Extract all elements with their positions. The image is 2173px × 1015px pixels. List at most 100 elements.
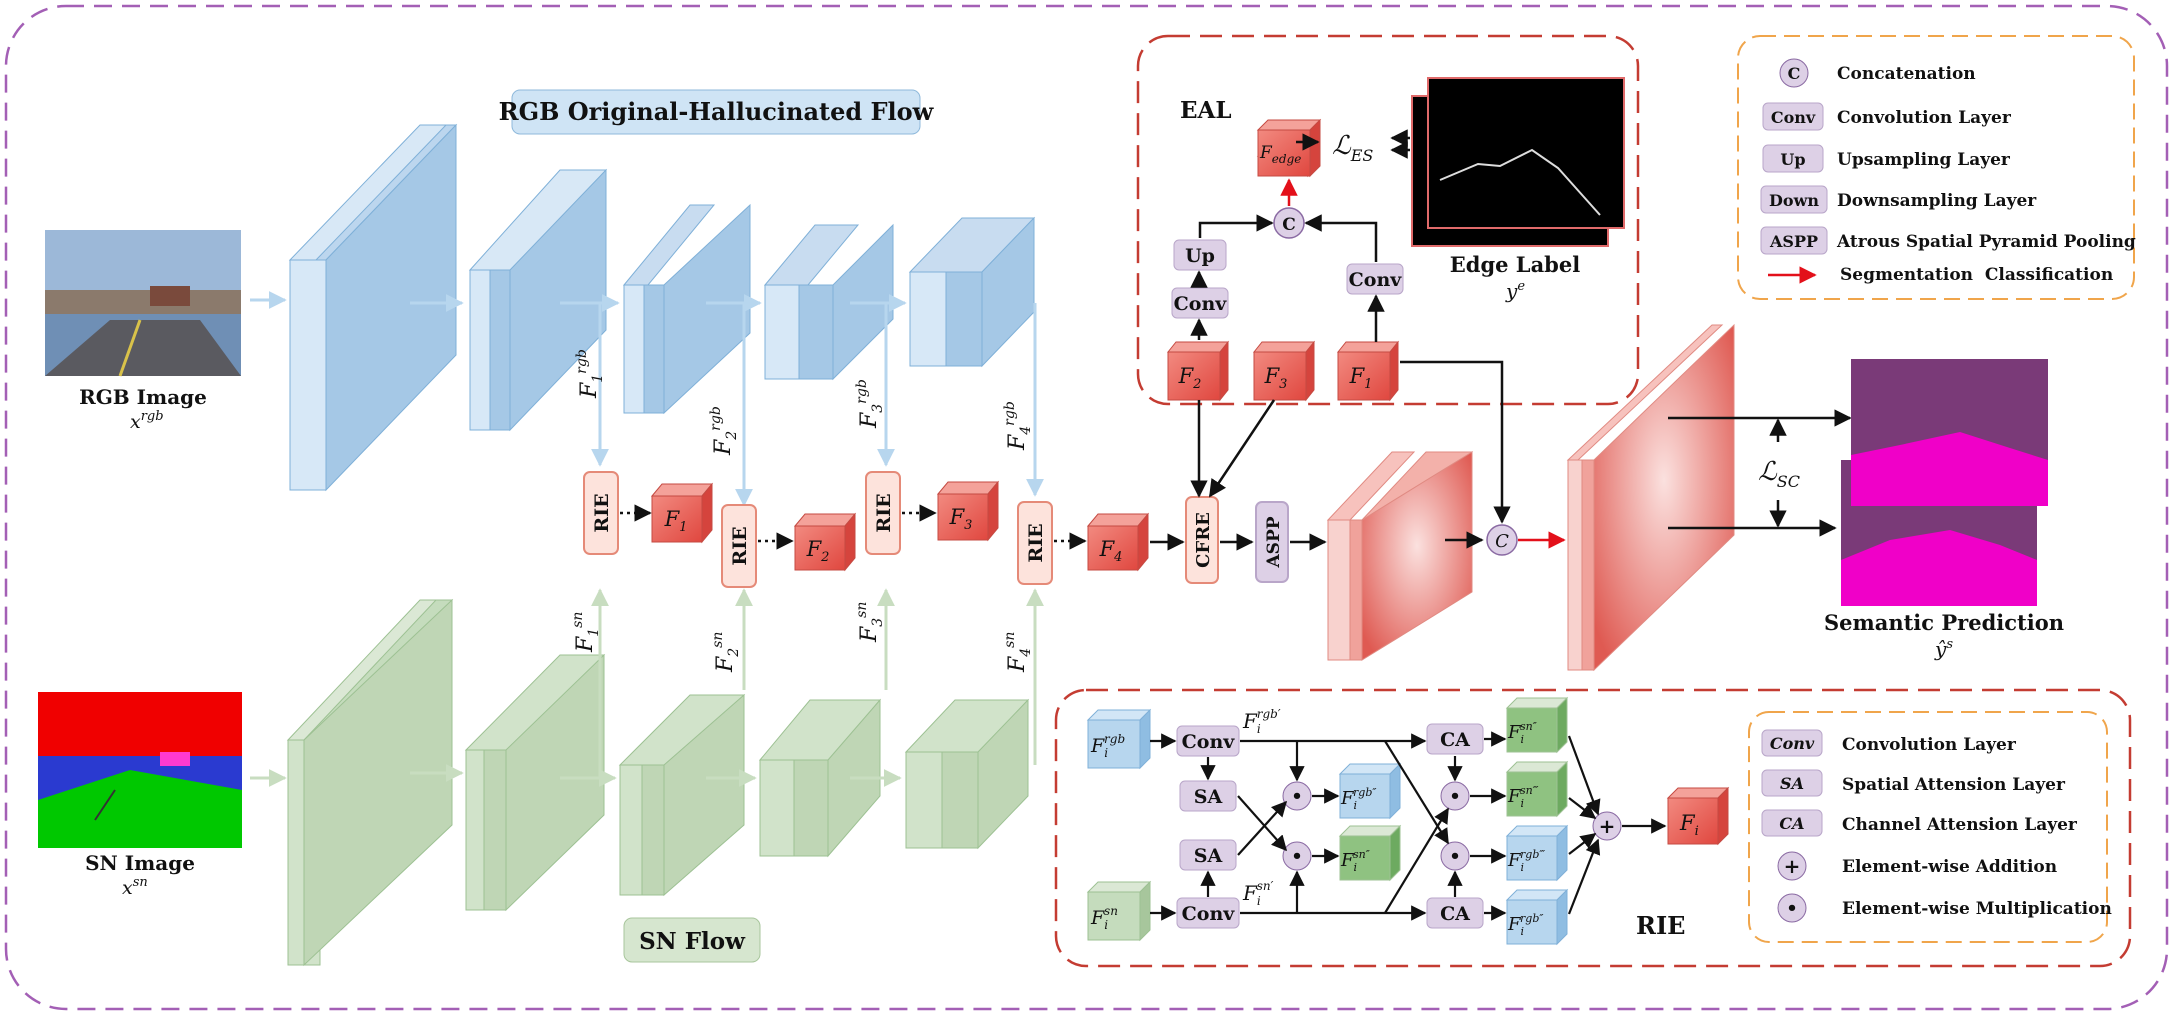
svg-text:RIE: RIE: [729, 526, 751, 565]
sc-loss: ℒSC: [1758, 457, 1800, 491]
legend-b-mult-sym-text: •: [1786, 898, 1798, 919]
rie-sn-tprime-cube: Fisn‴: [1505, 760, 1569, 818]
legend-top: C Concatenation Conv Convolution Layer U…: [1760, 58, 2136, 285]
svg-text:F4: F4: [1099, 537, 1123, 565]
svg-text:CA: CA: [1440, 729, 1470, 751]
main-concat-node: C: [1486, 524, 1518, 556]
legend-conv-sym-text: Conv: [1771, 108, 1816, 127]
sn-image: [38, 692, 242, 848]
edge-label-image: [1411, 77, 1625, 247]
decoder-slab-2: [1566, 323, 1735, 672]
legend-b-ca-symbol: [1761, 809, 1823, 837]
svg-text:Fisn‴: Fisn‴: [1507, 784, 1539, 810]
rie-mult-1: •: [1282, 781, 1312, 811]
svg-text:•: •: [1291, 846, 1303, 867]
sn-image-label: SN Image: [85, 851, 195, 875]
legend-conv-text: Convolution Layer: [1837, 108, 2012, 128]
svg-text:SA: SA: [1194, 786, 1223, 808]
svg-text:Conv: Conv: [1174, 293, 1228, 315]
svg-text:RIE: RIE: [1025, 523, 1047, 562]
legend-b-add-sym-text: +: [1784, 854, 1801, 878]
legend-seg-text: Segmentation Classification: [1840, 265, 2113, 285]
es-loss: ℒES: [1332, 131, 1373, 165]
svg-text:Conv: Conv: [1182, 903, 1236, 925]
svg-text:F2: F2: [1178, 364, 1202, 392]
label-f4-sn: F4sn: [1002, 632, 1034, 673]
label-f1-rgb: F1rgb: [574, 349, 606, 399]
rie-in-rgb-cube: Firgb: [1086, 708, 1152, 770]
legend-bottom: Conv Convolution Layer SA Spatial Attens…: [1761, 729, 2112, 923]
label-f2-rgb: F2rgb: [708, 406, 740, 456]
rie-sn-dprime-right-cube: Fisn″: [1505, 696, 1569, 754]
svg-text:Firgb‴: Firgb‴: [1507, 848, 1545, 874]
rie-output-dotted-arrows: [620, 504, 1087, 550]
semantic-prediction-var: ŷs: [1934, 637, 1953, 661]
rgb-flow-title: RGB Original-Hallucinated Flow: [499, 97, 935, 126]
svg-text:Fisn″: Fisn″: [1340, 848, 1371, 874]
legend-conv-symbol: [1762, 102, 1824, 131]
svg-text:C: C: [1495, 531, 1509, 552]
sn-encoder-stage-2: [618, 693, 746, 897]
cfre-module: CFRE: [1185, 496, 1219, 584]
sn-feature-labels: F1sn F2sn F3sn F4sn: [570, 602, 1034, 673]
legend-up-symbol: [1762, 144, 1824, 173]
rgb-image: [45, 230, 241, 377]
rgb-flow-arrows: [250, 291, 1044, 507]
legend-down-symbol: [1760, 185, 1828, 214]
svg-text:+: +: [1599, 814, 1616, 838]
eal-conv-left: Conv: [1171, 287, 1229, 319]
prediction-map-1: [1851, 359, 2048, 506]
rgb-feature-labels: F1rgb F2rgb F3rgb F4rgb: [574, 349, 1034, 456]
svg-text:Fisn″: Fisn″: [1507, 720, 1538, 746]
f-edge-box-top: [1256, 119, 1322, 131]
decoder-slab-1: [1326, 451, 1474, 661]
legend-b-mult-symbol: [1777, 893, 1807, 923]
sn-encoder-stage-1: [464, 653, 606, 912]
legend-bottom-frame: [1748, 711, 2108, 943]
sn-encoder-stage-0: [286, 598, 454, 967]
rgb-encoder-stage-4: [908, 216, 1036, 368]
svg-text:CFRE: CFRE: [1193, 512, 1214, 568]
rie-in-sn-cube: Fisn: [1086, 880, 1152, 942]
svg-text:CA: CA: [1440, 903, 1470, 925]
svg-text:F2: F2: [806, 537, 830, 565]
sn-flow-title: SN Flow: [639, 928, 746, 955]
eal-f2-cube: F2: [1166, 340, 1230, 402]
eal-title: EAL: [1180, 97, 1232, 124]
f-edge-label: Fedge: [1259, 143, 1301, 166]
rgb-encoder-stage-2: [622, 203, 751, 415]
svg-text:C: C: [1282, 215, 1296, 235]
label-f4-rgb: F4rgb: [1002, 401, 1034, 451]
rie-add: +: [1592, 811, 1622, 841]
rie-mult-2: •: [1282, 841, 1312, 871]
svg-text:•: •: [1449, 846, 1461, 867]
legend-down-text: Downsampling Layer: [1837, 191, 2037, 211]
rie-module-2: RIE: [721, 504, 757, 588]
sn-encoder-stage-4: [904, 698, 1030, 850]
edge-label-var: ye: [1505, 279, 1525, 303]
rie-ca-top: CA: [1426, 723, 1484, 755]
rie-module-4: RIE: [1017, 501, 1053, 585]
label-f1-sn: F1sn: [570, 612, 602, 653]
rie-module-3: RIE: [865, 471, 901, 555]
fused-cube-f1: F1: [650, 482, 714, 544]
svg-text:RIE: RIE: [873, 493, 895, 532]
legend-concat-sym-text: C: [1788, 64, 1801, 83]
legend-aspp-sym-text: ASPP: [1769, 232, 1818, 251]
rgb-flow-title-box: [511, 89, 921, 135]
legend-b-conv-text: Convolution Layer: [1842, 735, 2017, 755]
svg-text:•: •: [1449, 786, 1461, 807]
svg-text:F3: F3: [1264, 364, 1288, 392]
sn-flow-arrows: [250, 588, 1044, 787]
eal-f3-cube: F3: [1252, 340, 1316, 402]
fused-cube-f2: F2: [793, 512, 857, 572]
legend-b-sa-symbol: [1761, 769, 1823, 797]
outer-frame: [4, 4, 2169, 1011]
rie-rgb-prime-label: Firgb′: [1242, 707, 1281, 736]
rie-detail-arrows: [1150, 731, 1667, 921]
edge-label-text: Edge Label: [1450, 252, 1580, 277]
sn-image-var: xsn: [122, 875, 148, 899]
label-f3-sn: F3sn: [854, 602, 886, 643]
svg-text:•: •: [1291, 786, 1303, 807]
eal-up: Up: [1173, 239, 1227, 271]
